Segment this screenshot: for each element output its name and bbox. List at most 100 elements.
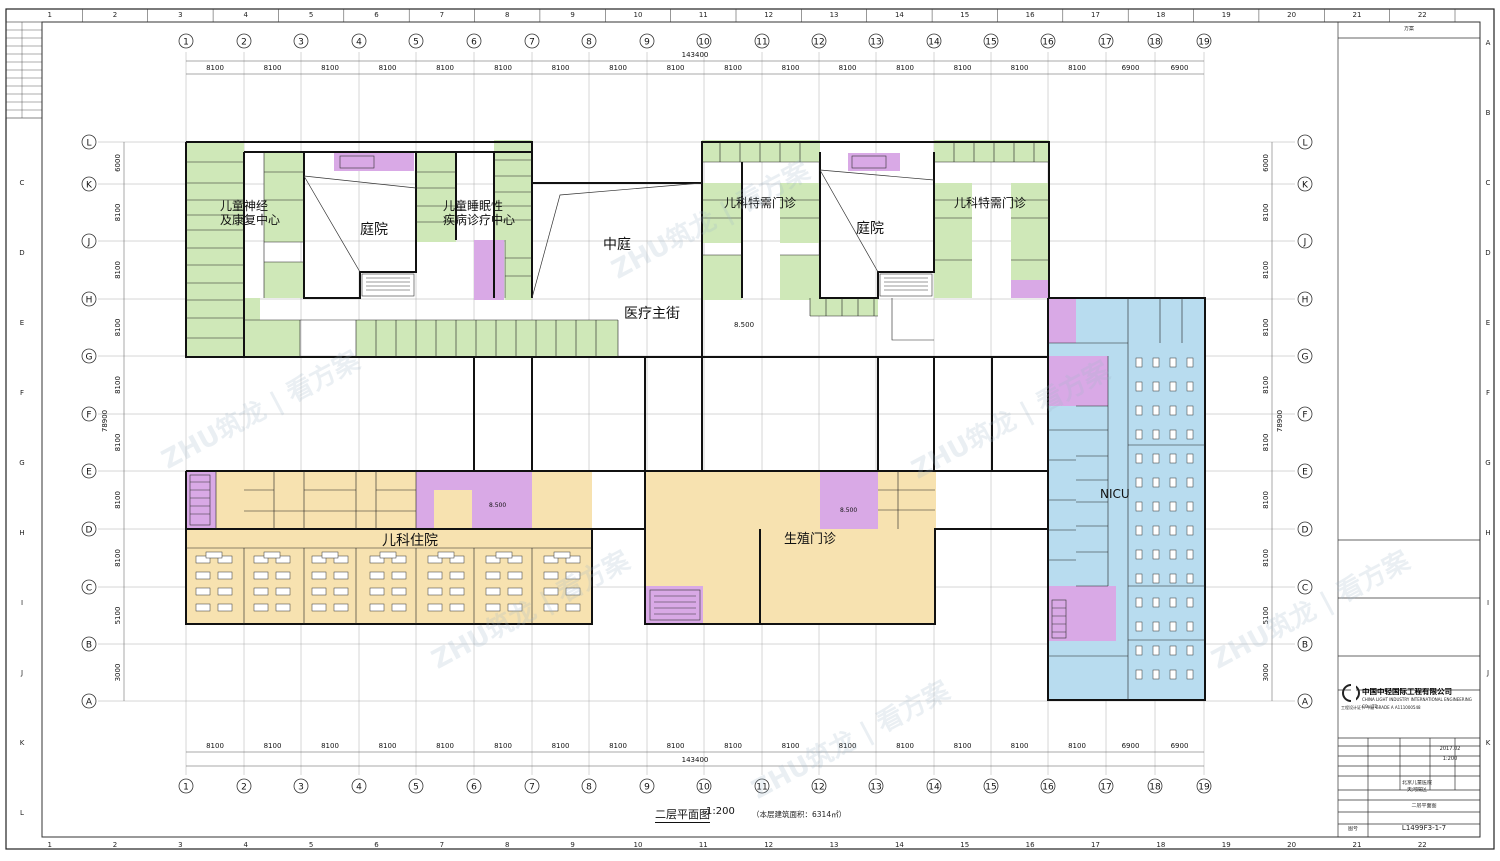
border-row-label: D [1485, 249, 1490, 257]
grid-row-label: F [86, 411, 91, 421]
grid-row-label: D [86, 526, 93, 536]
grid-col-label: 1 [183, 783, 189, 793]
grid-bubble [926, 33, 942, 49]
dimension-label: 8100 [1262, 261, 1270, 279]
dimension-label: 8100 [839, 742, 857, 750]
grid-col-label: 10 [698, 783, 710, 793]
border-col-label: 19 [1222, 841, 1231, 849]
grid-col-label: 19 [1198, 783, 1210, 793]
grid-bubble [408, 778, 424, 794]
green-zone [494, 140, 532, 240]
grid-col-label: 14 [928, 38, 940, 48]
border-row-label: B [1486, 109, 1491, 117]
room-fills [186, 140, 1205, 700]
border-row-label: L [20, 809, 24, 817]
border-col-label: 3 [178, 11, 182, 19]
border-col-label: 14 [895, 11, 904, 19]
border-col-label: 2 [113, 841, 117, 849]
purple-zone [1048, 298, 1076, 343]
dimension-label: 8100 [1262, 204, 1270, 222]
green-zone [1011, 183, 1049, 243]
grid-col-label: 17 [1100, 783, 1111, 793]
grid-bubble [351, 778, 367, 794]
border-col-label: 20 [1287, 11, 1296, 19]
dimension-label: 8100 [896, 742, 914, 750]
grid-bubble [811, 33, 827, 49]
border-col-label: 3 [178, 841, 182, 849]
sheet-border [5, 8, 1495, 850]
dimension-label: 8100 [552, 742, 570, 750]
green-zone [356, 320, 618, 356]
grid-bubble [754, 778, 770, 794]
grid-col-label: 11 [756, 38, 767, 48]
grid-bubble [1297, 406, 1313, 422]
grid-bubble [1297, 579, 1313, 595]
scale-value: 1:200 [1442, 756, 1458, 762]
dimension-label: 8100 [609, 64, 627, 72]
border-col-label: 15 [960, 841, 969, 849]
grid-row-label: J [1303, 238, 1307, 248]
dimension-label: 5100 [114, 607, 122, 625]
grid-col-label: 18 [1149, 38, 1161, 48]
grid-row-label: A [1302, 698, 1309, 708]
grid-bubble [1297, 693, 1313, 709]
grid-col-label: 4 [356, 783, 362, 793]
border-col-label: 4 [244, 11, 249, 19]
grid-bubble [1297, 134, 1313, 150]
grid-bubble [408, 33, 424, 49]
grid-bubble [639, 778, 655, 794]
nicu-incubators [1135, 357, 1194, 680]
zone-labels: 儿童神经 及康复中心 儿童睡眠性 疾病诊疗中心 庭院 中庭 医疗主街 儿科特需门… [220, 195, 1130, 549]
zone-label-neuro-rehab: 儿童神经 [220, 198, 268, 213]
grid-col-label: 9 [644, 38, 650, 48]
dimension-label: 8100 [1011, 742, 1029, 750]
grid-bubble [236, 33, 252, 49]
grid-row-label: B [1302, 641, 1308, 651]
zone-label-sleep-center-2: 疾病诊疗中心 [443, 212, 515, 227]
border-col-label: 9 [570, 11, 574, 19]
border-row-label: J [1486, 669, 1489, 677]
purple-zone [1048, 586, 1116, 641]
green-zone [810, 298, 878, 316]
yellow-zone [434, 490, 472, 529]
border-col-label: 11 [699, 841, 708, 849]
grid-col-label: 7 [529, 783, 535, 793]
grid-row-label: K [1302, 181, 1309, 191]
dimension-label: 8100 [782, 742, 800, 750]
zone-label-atrium: 中庭 [603, 236, 631, 253]
dimension-label: 8100 [724, 742, 742, 750]
border-col-label: 5 [309, 11, 313, 19]
purple-zone [1011, 280, 1049, 298]
green-zone [780, 255, 820, 300]
grid-row-label: J [87, 238, 91, 248]
border-col-label: 6 [374, 11, 379, 19]
border-row-label: I [21, 599, 23, 607]
dimension-label: 8100 [436, 742, 454, 750]
grid-row-label: L [86, 139, 91, 149]
border-labels: 1122334455667788991010111112121313141415… [19, 9, 1491, 849]
grid-row-label: F [1302, 411, 1307, 421]
zone-label-pediatric-ward: 儿科住院 [382, 533, 438, 549]
green-zone [244, 320, 300, 356]
dimension-label: 8100 [114, 261, 122, 279]
border-col-label: 20 [1287, 841, 1296, 849]
border-row-label: E [20, 319, 24, 327]
elevation-mark-3: 8.500 [840, 507, 857, 514]
grid-bubble [1297, 636, 1313, 652]
grid-row-label: E [1302, 468, 1308, 478]
grid-row-label: G [1302, 353, 1309, 363]
green-zone [780, 183, 820, 243]
border-row-label: A [1486, 39, 1491, 47]
grid-bubble [81, 579, 97, 595]
company-name-en: CHINA LIGHT INDUSTRY INTERNATIONAL ENGIN… [1362, 697, 1472, 709]
grid-col-label: 5 [413, 38, 419, 48]
green-zone [264, 262, 304, 298]
grid-col-label: 13 [870, 783, 881, 793]
grid-bubble [178, 33, 194, 49]
border-col-label: 10 [633, 11, 642, 19]
green-zone [934, 140, 1049, 162]
dimension-label: 6900 [1122, 742, 1140, 750]
grid-col-label: 16 [1042, 38, 1054, 48]
dimension-label: 8100 [494, 64, 512, 72]
